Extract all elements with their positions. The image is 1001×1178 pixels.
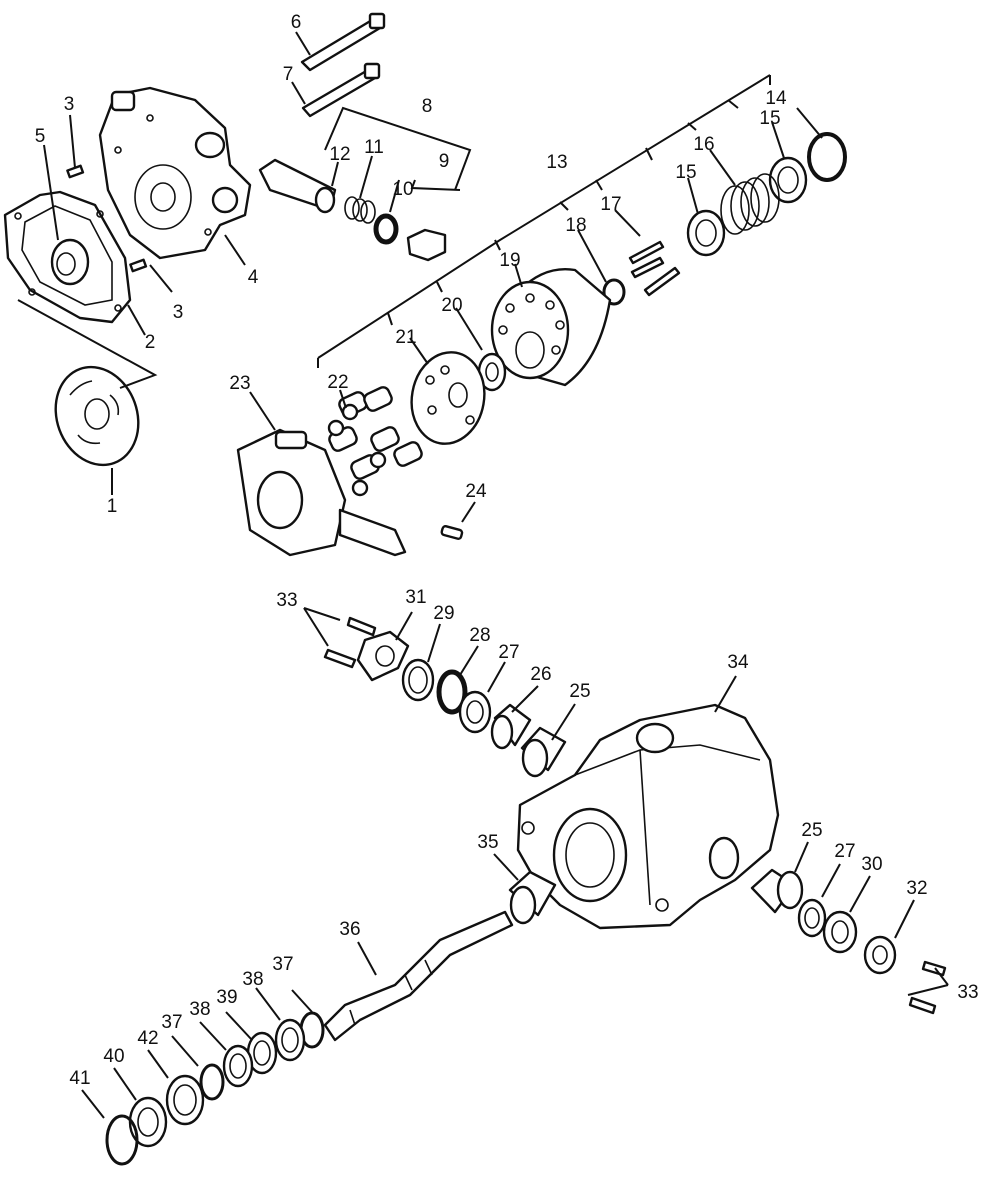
- part-42-seal: [165, 1074, 205, 1126]
- callout-37-lower: 37: [161, 1012, 182, 1033]
- callout-33-upper: 33: [276, 590, 297, 611]
- part-25-bearing-upper: [520, 726, 567, 778]
- callout-39: 39: [216, 987, 237, 1008]
- callout-29: 29: [433, 603, 454, 624]
- callout-23: 23: [229, 373, 250, 394]
- part-41-snap-ring: [105, 1114, 139, 1166]
- callout-25-lower: 25: [801, 820, 822, 841]
- callout-41: 41: [69, 1068, 90, 1089]
- part-16-spring: [720, 173, 780, 235]
- callout-27-lower: 27: [834, 841, 855, 862]
- part-15-washer-lower: [686, 209, 726, 257]
- callout-11: 11: [364, 137, 384, 158]
- callout-33-lower: 33: [957, 982, 978, 1003]
- callout-22: 22: [327, 372, 348, 393]
- part-33-bolts-upper: [323, 616, 377, 669]
- callout-13: 13: [546, 152, 567, 173]
- callout-40: 40: [103, 1046, 124, 1067]
- part-30-bearing: [822, 910, 858, 954]
- part-39-thrust-bearing: [246, 1031, 278, 1075]
- callout-18: 18: [565, 215, 586, 236]
- callout-8: 8: [422, 96, 433, 117]
- part-27-washer-lower: [797, 898, 827, 938]
- callout-5: 5: [35, 126, 46, 147]
- part-35-bearing: [508, 870, 557, 925]
- part-33-bolts-lower: [908, 960, 947, 1015]
- callout-31: 31: [405, 587, 426, 608]
- callout-32: 32: [906, 878, 927, 899]
- part-26-bushing: [490, 703, 532, 750]
- part-24-key: [440, 525, 464, 540]
- part-34-pump-housing: [516, 703, 780, 930]
- part-38-washer-upper: [274, 1018, 306, 1062]
- callout-20: 20: [441, 295, 462, 316]
- part-36-shaft: [323, 910, 514, 1042]
- part-21-retainer-plate: [410, 351, 486, 445]
- callout-28: 28: [469, 625, 490, 646]
- part-40-seal-retainer: [128, 1096, 168, 1148]
- part-7-bolt: [301, 62, 381, 118]
- callout-25-upper: 25: [569, 681, 590, 702]
- part-10-o-ring: [373, 213, 399, 245]
- part-27-washer-upper: [458, 690, 492, 734]
- part-9-plug: [406, 228, 447, 262]
- callout-38-upper: 38: [242, 969, 263, 990]
- part-18-retainer: [602, 278, 626, 306]
- callout-38-lower: 38: [189, 999, 210, 1020]
- part-17-pins: [628, 240, 681, 297]
- callout-35: 35: [477, 832, 498, 853]
- callout-42: 42: [137, 1028, 158, 1049]
- callout-3-lower: 3: [173, 302, 184, 323]
- part-23-swashplate: [236, 428, 407, 557]
- part-4-end-cover: [98, 86, 252, 260]
- callout-27-upper: 27: [498, 642, 519, 663]
- callout-2: 2: [145, 332, 156, 353]
- callout-26: 26: [530, 664, 551, 685]
- callout-7: 7: [283, 64, 294, 85]
- part-38-washer-lower: [222, 1044, 254, 1088]
- part-25-bearing-lower: [750, 868, 804, 914]
- callout-15-upper: 15: [759, 108, 780, 129]
- part-19-cylinder-block: [490, 268, 612, 387]
- part-32-cover: [863, 935, 897, 975]
- part-37-snap-ring-lower: [199, 1063, 225, 1101]
- callout-24: 24: [465, 481, 487, 502]
- callout-9: 9: [439, 151, 450, 172]
- callout-3-upper: 3: [64, 94, 75, 115]
- part-1-port-plate: [54, 365, 140, 467]
- part-28-o-ring: [436, 669, 468, 715]
- part-31-flange: [356, 630, 410, 682]
- callout-15-lower: 15: [675, 162, 696, 183]
- callout-1: 1: [107, 496, 118, 517]
- part-6-bolt: [300, 12, 386, 72]
- callout-10: 10: [392, 179, 413, 200]
- part-3-dowel-pin-upper: [66, 164, 85, 179]
- part-22-pistons: [327, 386, 423, 497]
- part-15-washer-upper: [768, 156, 808, 204]
- part-12-valve-spool: [258, 158, 337, 214]
- callout-19: 19: [499, 250, 520, 271]
- callout-6: 6: [291, 12, 302, 33]
- callout-36: 36: [339, 919, 360, 940]
- part-3-dowel-pin-lower: [129, 258, 148, 273]
- part-29-seal: [401, 658, 435, 702]
- part-14-snap-ring: [807, 132, 847, 182]
- callout-37-upper: 37: [272, 954, 293, 975]
- part-5-bearing: [50, 238, 90, 286]
- callout-4: 4: [248, 267, 259, 288]
- callout-34: 34: [727, 652, 749, 673]
- callout-17: 17: [600, 194, 621, 215]
- callout-12: 12: [329, 144, 350, 165]
- callout-21: 21: [395, 327, 416, 348]
- callout-16: 16: [693, 134, 714, 155]
- callout-30: 30: [861, 854, 882, 875]
- callout-14: 14: [765, 88, 787, 109]
- part-11-spring: [344, 196, 376, 224]
